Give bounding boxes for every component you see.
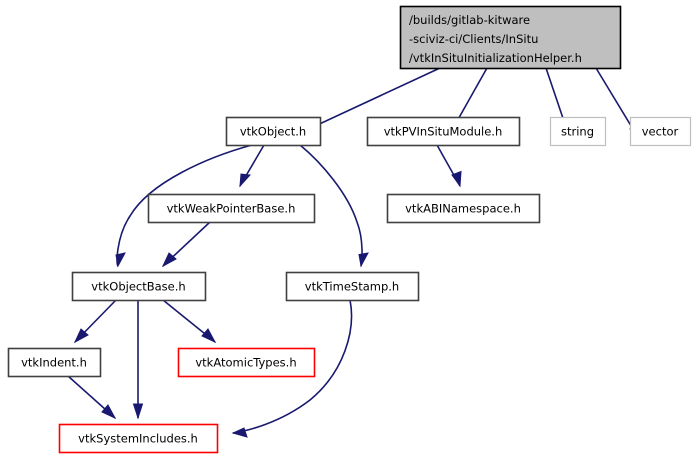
node-label-line: /vtkInSituInitializationHelper.h	[409, 51, 582, 65]
arrow-head	[132, 403, 144, 420]
node-vtkObjectBase[interactable]: vtkObjectBase.h	[71, 271, 207, 302]
arrow-head	[358, 252, 369, 268]
node-root[interactable]: /builds/gitlab-kitware -sciviz-ci/Clients…	[399, 5, 622, 70]
node-box	[225, 116, 322, 147]
arrow-head	[451, 170, 462, 188]
edge-vtkTimeStamp-to-vtkSystemIncludes	[231, 299, 353, 438]
node-box	[399, 5, 622, 70]
arrow-head	[101, 404, 117, 420]
node-vtkSystemIncludes[interactable]: vtkSystemIncludes.h	[58, 423, 219, 454]
edge-vtkObject-to-vtkObjectBase	[115, 144, 253, 268]
node-label: vtkWeakPointerBase.h	[167, 202, 296, 216]
node-vtkWeakPointerBase[interactable]: vtkWeakPointerBase.h	[147, 193, 316, 224]
node-box	[285, 271, 420, 302]
node-label: vtkABINamespace.h	[405, 202, 521, 216]
node-box	[147, 193, 316, 224]
nodes-layer: /builds/gitlab-kitware -sciviz-ci/Clients…	[7, 5, 692, 454]
edge-vtkPVInSituModule-to-vtkABINamespace	[436, 144, 462, 188]
node-label-line: -sciviz-ci/Clients/InSitu	[409, 32, 538, 46]
node-label: vtkSystemIncludes.h	[78, 432, 198, 446]
arrow-head	[231, 427, 248, 438]
arrow-head	[115, 252, 126, 268]
node-box	[58, 423, 219, 454]
node-label: vtkObject.h	[240, 125, 306, 139]
node-label: string	[561, 125, 594, 139]
edge-vtkObjectBase-to-vtkIndent	[73, 299, 117, 344]
arrow-head	[161, 252, 177, 268]
node-label-line: /builds/gitlab-kitware	[409, 13, 530, 27]
edge-vtkObject-to-vtkTimeStamp	[299, 144, 369, 268]
node-label: vtkObjectBase.h	[91, 280, 185, 294]
node-label: vtkTimeStamp.h	[305, 280, 399, 294]
node-label: vtkPVInSituModule.h	[384, 125, 503, 139]
node-vector[interactable]: vector	[629, 116, 692, 147]
node-vtkABINamespace[interactable]: vtkABINamespace.h	[386, 193, 541, 224]
edge-vtkObjectBase-to-vtkAtomicTypes	[162, 299, 217, 344]
edge-vtkWeakPointerBase-to-vtkObjectBase	[161, 221, 211, 268]
node-box	[71, 271, 207, 302]
node-label: vtkIndent.h	[21, 356, 87, 370]
node-string[interactable]: string	[549, 116, 607, 147]
node-box	[549, 116, 607, 147]
node-vtkAtomicTypes[interactable]: vtkAtomicTypes.h	[177, 347, 316, 378]
arrow-head	[239, 173, 252, 188]
node-vtkTimeStamp[interactable]: vtkTimeStamp.h	[285, 271, 420, 302]
edge-vtkObject-to-vtkWeakPointerBase	[239, 144, 265, 188]
node-box	[386, 193, 541, 224]
node-vtkPVInSituModule[interactable]: vtkPVInSituModule.h	[366, 116, 521, 147]
arrow-head	[73, 328, 89, 344]
edge-vtkObjectBase-to-vtkSystemIncludes	[132, 300, 144, 420]
node-label: vector	[642, 125, 679, 139]
node-label: vtkAtomicTypes.h	[195, 356, 296, 370]
node-box	[366, 116, 521, 147]
node-box	[629, 116, 692, 147]
node-vtkObject[interactable]: vtkObject.h	[225, 116, 322, 147]
node-box	[7, 347, 102, 378]
node-box	[177, 347, 316, 378]
node-vtkIndent[interactable]: vtkIndent.h	[7, 347, 102, 378]
arrow-head	[201, 328, 217, 344]
edge-vtkIndent-to-vtkSystemIncludes	[67, 375, 117, 420]
